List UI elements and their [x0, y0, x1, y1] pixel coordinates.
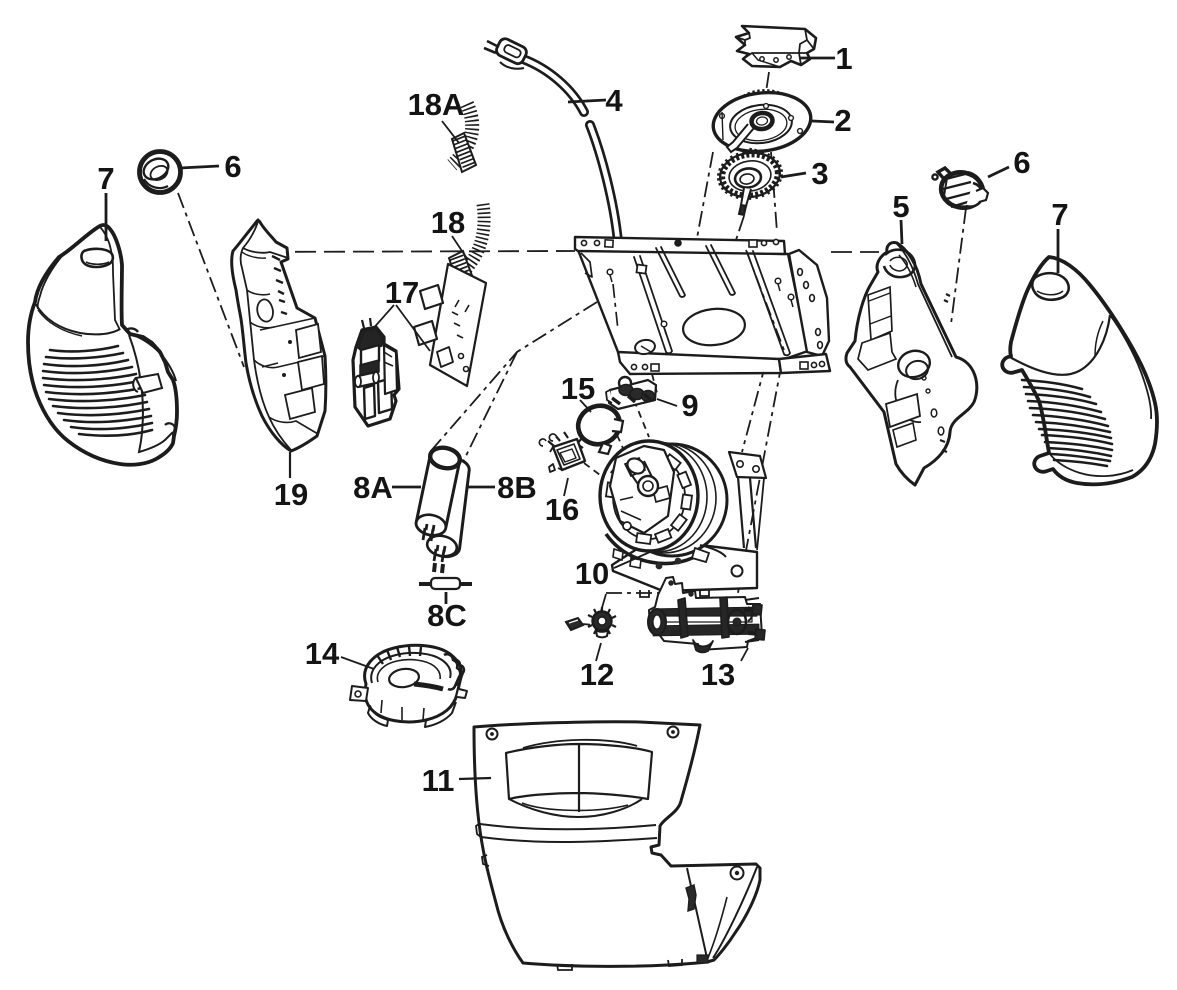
- svg-text:3: 3: [811, 156, 828, 191]
- svg-text:4: 4: [605, 83, 623, 118]
- svg-text:6: 6: [224, 149, 241, 184]
- svg-text:14: 14: [305, 636, 340, 671]
- svg-text:8B: 8B: [497, 470, 537, 505]
- svg-text:6: 6: [1013, 145, 1030, 180]
- svg-text:11: 11: [422, 763, 455, 798]
- svg-text:9: 9: [681, 388, 698, 423]
- svg-text:18: 18: [431, 205, 465, 240]
- svg-text:5: 5: [892, 189, 909, 224]
- svg-text:12: 12: [580, 657, 614, 692]
- svg-text:7: 7: [97, 161, 114, 196]
- svg-text:17: 17: [385, 275, 419, 310]
- svg-text:8A: 8A: [353, 470, 393, 505]
- svg-text:13: 13: [701, 657, 735, 692]
- svg-text:10: 10: [575, 556, 609, 591]
- svg-text:2: 2: [834, 103, 851, 138]
- svg-text:15: 15: [561, 371, 595, 406]
- svg-text:7: 7: [1051, 197, 1068, 232]
- svg-text:8C: 8C: [427, 598, 467, 633]
- svg-text:16: 16: [545, 492, 579, 527]
- svg-text:19: 19: [274, 477, 308, 512]
- svg-text:1: 1: [835, 41, 852, 76]
- svg-text:18A: 18A: [408, 87, 465, 122]
